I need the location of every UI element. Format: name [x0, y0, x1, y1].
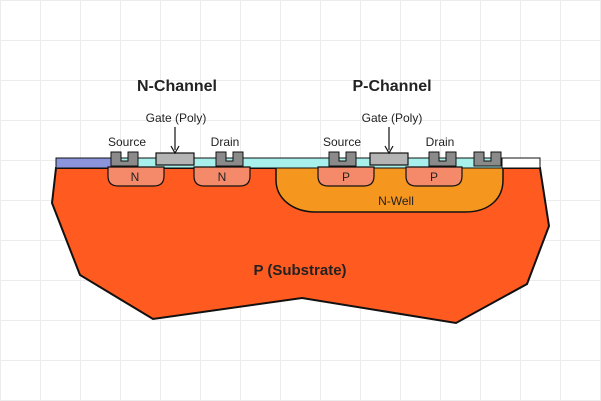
n-gate-label: Gate (Poly) [146, 111, 207, 125]
p-source-contact [328, 151, 357, 167]
n-source-region [107, 166, 165, 187]
n-source-region-label: N [131, 170, 140, 184]
n-source-contact [110, 151, 139, 167]
well-tap-contact [473, 151, 502, 167]
n-well-label: N-Well [378, 194, 414, 208]
p-drain-label: Drain [426, 135, 455, 149]
n-source-label: Source [108, 135, 146, 149]
n-gate-arrowhead [170, 145, 180, 155]
substrate-label: P (Substrate) [253, 262, 346, 279]
field-oxide-left [55, 157, 113, 169]
p-source-label: Source [323, 135, 361, 149]
p-drain-region-label: P [430, 170, 438, 184]
p-gate-label: Gate (Poly) [362, 111, 423, 125]
n-drain-contact [215, 151, 244, 167]
n-drain-label: Drain [211, 135, 240, 149]
n-drain-region-label: N [218, 170, 227, 184]
n-channel-title: N-Channel [137, 78, 217, 95]
p-source-region [317, 166, 375, 187]
surface-right [501, 157, 541, 169]
p-gate-poly [369, 152, 409, 166]
n-gate-poly [155, 152, 195, 166]
p-channel-title: P-Channel [352, 78, 431, 95]
p-drain-contact [428, 151, 457, 167]
n-drain-region [193, 166, 251, 187]
p-drain-region [405, 166, 463, 187]
p-gate-arrowhead [384, 145, 394, 155]
p-source-region-label: P [342, 170, 350, 184]
